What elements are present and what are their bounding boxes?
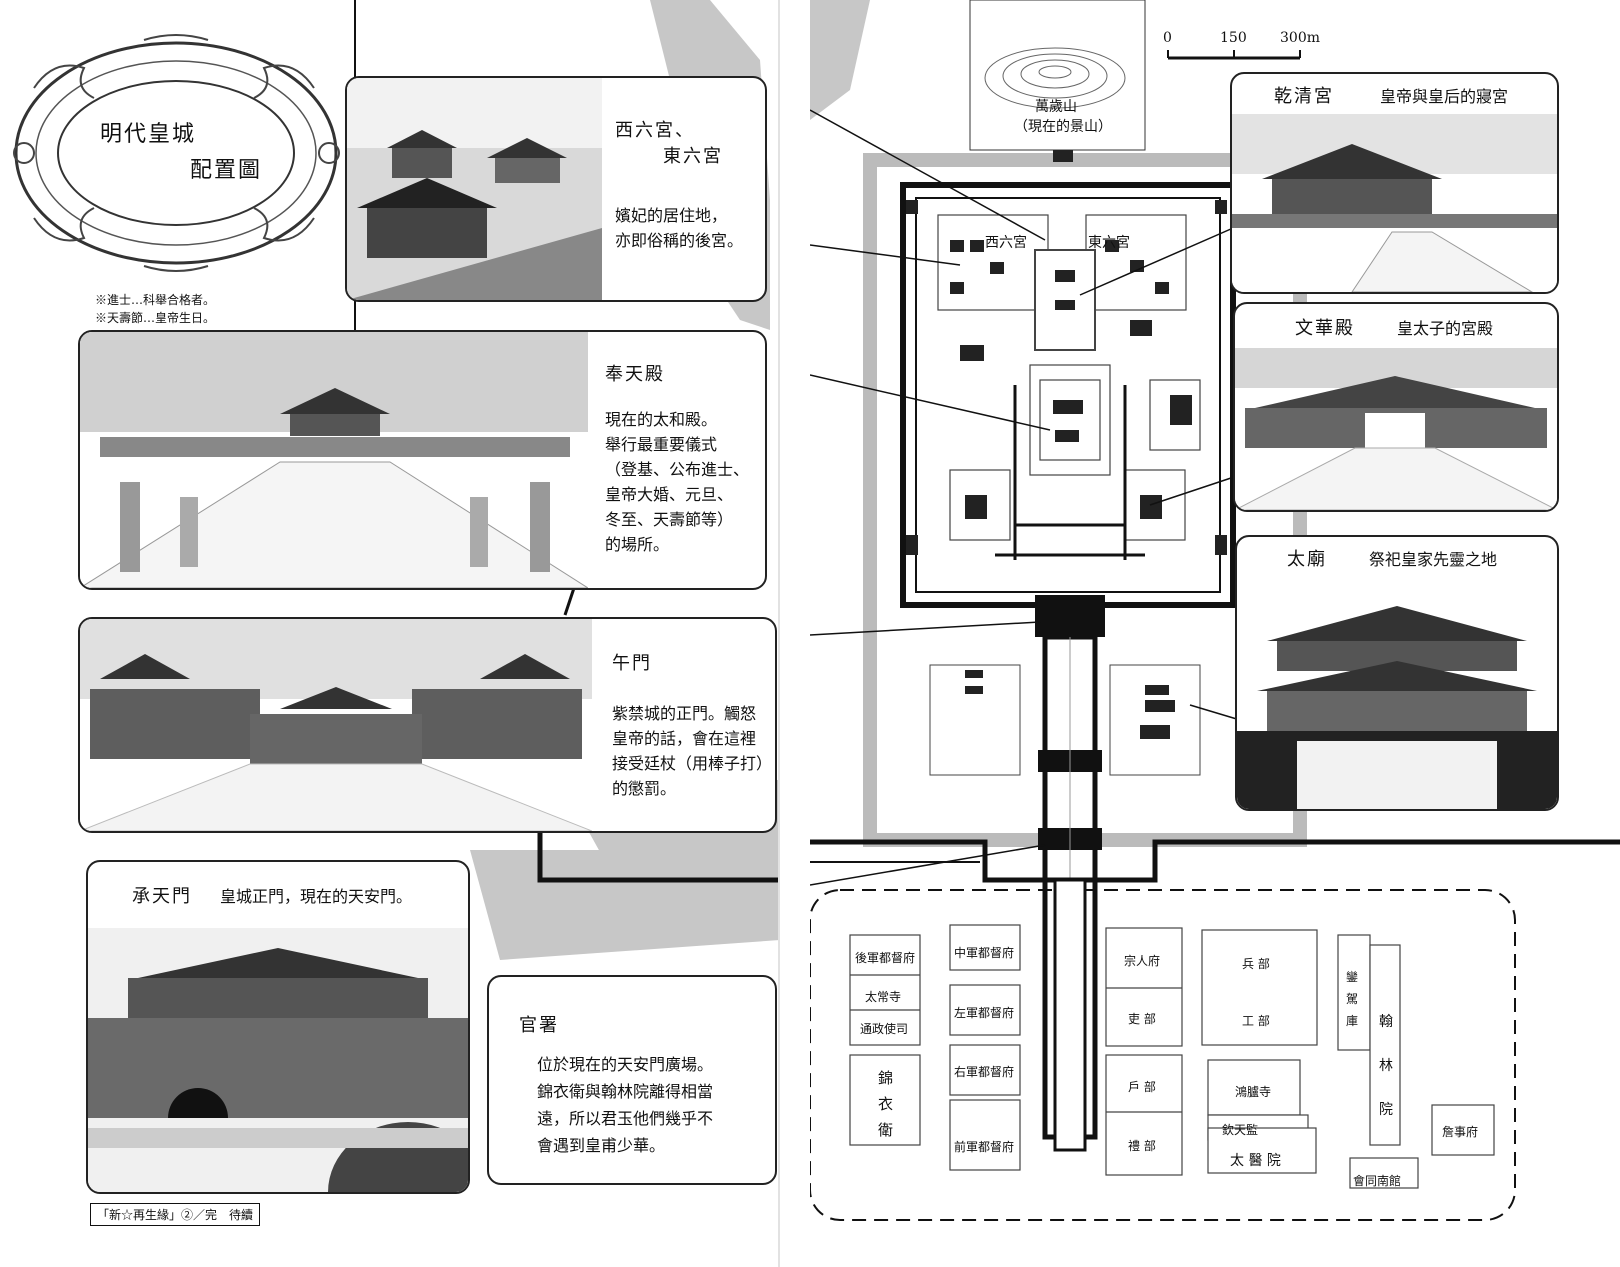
office-qintian: 欽天監: [1222, 1123, 1259, 1137]
office-houjun: 後軍都督府: [855, 951, 916, 965]
panel-fengtian: 奉天殿 現在的太和殿。 舉行最重要儀式 （登基、公布進士、 皇帝大婚、元旦、 冬…: [78, 330, 767, 590]
taimiao-title: 太廟: [1287, 549, 1327, 570]
office-tongzheng: 通政使司: [860, 1022, 909, 1036]
taimiao-subtitle: 祭祀皇家先靈之地: [1369, 550, 1498, 569]
map-west-six: 西六宮: [985, 235, 1027, 251]
office-huitong: 會同南館: [1353, 1174, 1402, 1188]
scale-label-0: 0: [1163, 30, 1172, 46]
six-palaces-title-1: 西六宮、: [615, 120, 695, 141]
title-line-1: 明代皇城: [100, 122, 197, 147]
panel-wumen: 午門 紫禁城的正門。觸怒 皇帝的話，會在這裡 接受廷杖（用棒子打） 的懲罰。: [78, 617, 777, 833]
fengtian-title: 奉天殿: [605, 364, 665, 385]
office-gong: 工 部: [1242, 1014, 1270, 1028]
guanshu-desc: 位於現在的天安門廣場。 錦衣衛與翰林院離得相當 遠，所以君玉他們幾乎不 會遇到皇…: [537, 1055, 714, 1155]
chengtian-subtitle: 皇城正門，現在的天安門。: [220, 887, 413, 906]
office-qianjun: 前軍都督府: [954, 1140, 1015, 1154]
wumen-desc: 紫禁城的正門。觸怒 皇帝的話，會在這裡 接受廷杖（用棒子打） 的懲罰。: [612, 704, 773, 798]
wenhua-illustration: [1235, 348, 1557, 510]
wumen-illustration: [80, 619, 592, 831]
hill-note: （現在的景山）: [1014, 119, 1112, 135]
note-tianshou: ※天壽節…皇帝生日。: [95, 311, 216, 325]
office-youjun: 右軍都督府: [954, 1065, 1015, 1079]
note-jinshi: ※進士…科舉合格者。: [95, 293, 216, 307]
six-palaces-title-2: 東六宮: [663, 146, 723, 167]
office-zongren: 宗人府: [1124, 954, 1161, 968]
office-bing: 兵 部: [1242, 957, 1270, 971]
title-line-2: 配置圖: [190, 158, 263, 183]
panel-taimiao: 太廟 祭祀皇家先靈之地: [1235, 535, 1559, 811]
office-luanjia: 鑾駕庫: [1346, 970, 1359, 1028]
taimiao-illustration: [1237, 581, 1557, 809]
title-ornament: [13, 34, 340, 272]
panel-chengtian: 承天門 皇城正門，現在的天安門。: [86, 860, 470, 1194]
office-hanlin: 翰林院: [1379, 1014, 1393, 1118]
scale-label-300: 300m: [1280, 30, 1320, 46]
office-li: 吏 部: [1128, 1012, 1156, 1026]
office-jinyi: 錦衣衛: [878, 1069, 894, 1139]
fengtian-illustration: [80, 332, 588, 588]
chengtian-illustration: [88, 928, 468, 1192]
footer-caption: 「新☆再生緣」②／完 待續: [90, 1203, 261, 1226]
office-taiyi: 太 醫 院: [1230, 1153, 1281, 1169]
qianqing-subtitle: 皇帝與皇后的寢宮: [1380, 87, 1509, 106]
hill-label: 萬歲山: [1035, 99, 1077, 115]
office-taichang: 太常寺: [865, 990, 902, 1004]
palace-map: [810, 0, 1620, 1221]
qianqing-title: 乾清宮: [1274, 86, 1334, 107]
office-zuojun: 左軍都督府: [954, 1006, 1015, 1020]
panel-wenhua: 文華殿 皇太子的宮殿: [1233, 302, 1559, 512]
office-zhongjun: 中軍都督府: [954, 946, 1015, 960]
six-palaces-illustration: [347, 78, 602, 300]
wenhua-title: 文華殿: [1295, 318, 1355, 339]
office-lib: 禮 部: [1128, 1139, 1156, 1153]
panel-six-palaces: 西六宮、 東六宮 嬪妃的居住地， 亦即俗稱的後宮。: [345, 76, 767, 302]
map-east-six: 東六宮: [1088, 235, 1130, 251]
office-honglu: 鴻臚寺: [1235, 1085, 1272, 1099]
chengtian-title: 承天門: [132, 886, 192, 907]
fengtian-desc: 現在的太和殿。 舉行最重要儀式 （登基、公布進士、 皇帝大婚、元旦、 冬至、天壽…: [605, 410, 750, 554]
scale-label-150: 150: [1220, 30, 1247, 46]
six-palaces-desc: 嬪妃的居住地， 亦即俗稱的後宮。: [615, 206, 744, 250]
wenhua-subtitle: 皇太子的宮殿: [1397, 319, 1494, 338]
panel-qianqing: 乾清宮 皇帝與皇后的寢宮: [1230, 72, 1559, 294]
qianqing-illustration: [1232, 114, 1557, 292]
panel-guanshu: 官署 位於現在的天安門廣場。 錦衣衛與翰林院離得相當 遠，所以君玉他們幾乎不 會…: [487, 975, 777, 1185]
office-zhanshi: 詹事府: [1442, 1125, 1479, 1139]
office-hu: 戶 部: [1128, 1080, 1156, 1094]
guanshu-title: 官署: [519, 1015, 559, 1036]
wumen-title: 午門: [612, 653, 652, 674]
